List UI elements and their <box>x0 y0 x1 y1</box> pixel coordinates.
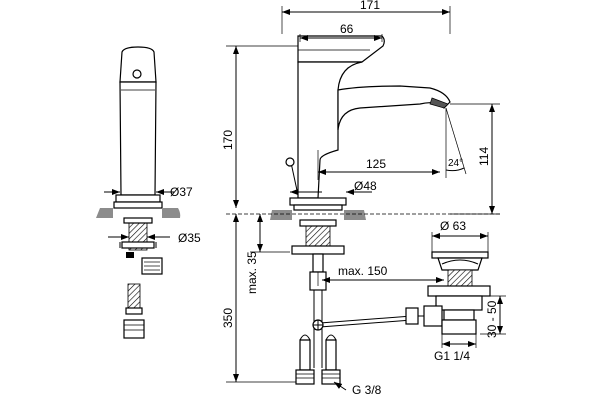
front-body <box>297 61 363 199</box>
side-handle-knob <box>132 69 142 79</box>
dim-66: 66 <box>340 22 354 36</box>
side-hose <box>127 283 141 309</box>
dim-diameter-48: Ø48 <box>354 179 377 193</box>
front-handle <box>297 35 385 63</box>
dim-g1-1-4: G1 1/4 <box>434 349 470 363</box>
counter-main-right <box>344 210 366 220</box>
dim-angle: 24° <box>448 158 463 169</box>
dim-max-35: max. 35 <box>245 251 259 294</box>
side-nut <box>121 241 155 249</box>
side-view: Ø37 Ø35 <box>96 46 201 339</box>
front-nut <box>291 245 345 255</box>
waste-lever <box>405 307 419 325</box>
dimensions: 171 66 170 125 24° 114 Ø48 max. 35 <box>221 0 506 397</box>
counter-left <box>96 208 113 218</box>
supply-fitting-right <box>321 369 341 385</box>
dim-diameter-63: Ø 63 <box>440 219 466 233</box>
waste-assembly <box>405 251 491 335</box>
side-body <box>119 81 157 196</box>
linkage-rod <box>319 315 413 324</box>
side-base <box>115 194 161 203</box>
waste-plug <box>431 251 489 259</box>
counter-main-left <box>270 210 292 220</box>
front-view <box>270 35 451 385</box>
waste-nut <box>427 285 491 297</box>
dim-350: 350 <box>221 308 235 328</box>
dim-max-150: max. 150 <box>338 264 388 278</box>
waste-side-body <box>423 305 443 327</box>
waste-outlet <box>441 319 477 335</box>
dim-125: 125 <box>366 157 386 171</box>
front-base <box>289 197 347 206</box>
dim-114: 114 <box>477 147 491 166</box>
dim-diameter-35: Ø35 <box>178 231 201 245</box>
supply-fitting-left <box>295 369 315 385</box>
side-handle <box>119 46 157 83</box>
dim-170: 170 <box>221 130 235 150</box>
dim-diameter-37: Ø37 <box>170 185 193 199</box>
front-spout <box>337 85 451 131</box>
dim-30-50: 30 - 50 <box>485 300 499 338</box>
dim-g-3-8: G 3/8 <box>352 383 382 397</box>
counter-right <box>162 208 181 218</box>
dim-171: 171 <box>360 0 380 12</box>
